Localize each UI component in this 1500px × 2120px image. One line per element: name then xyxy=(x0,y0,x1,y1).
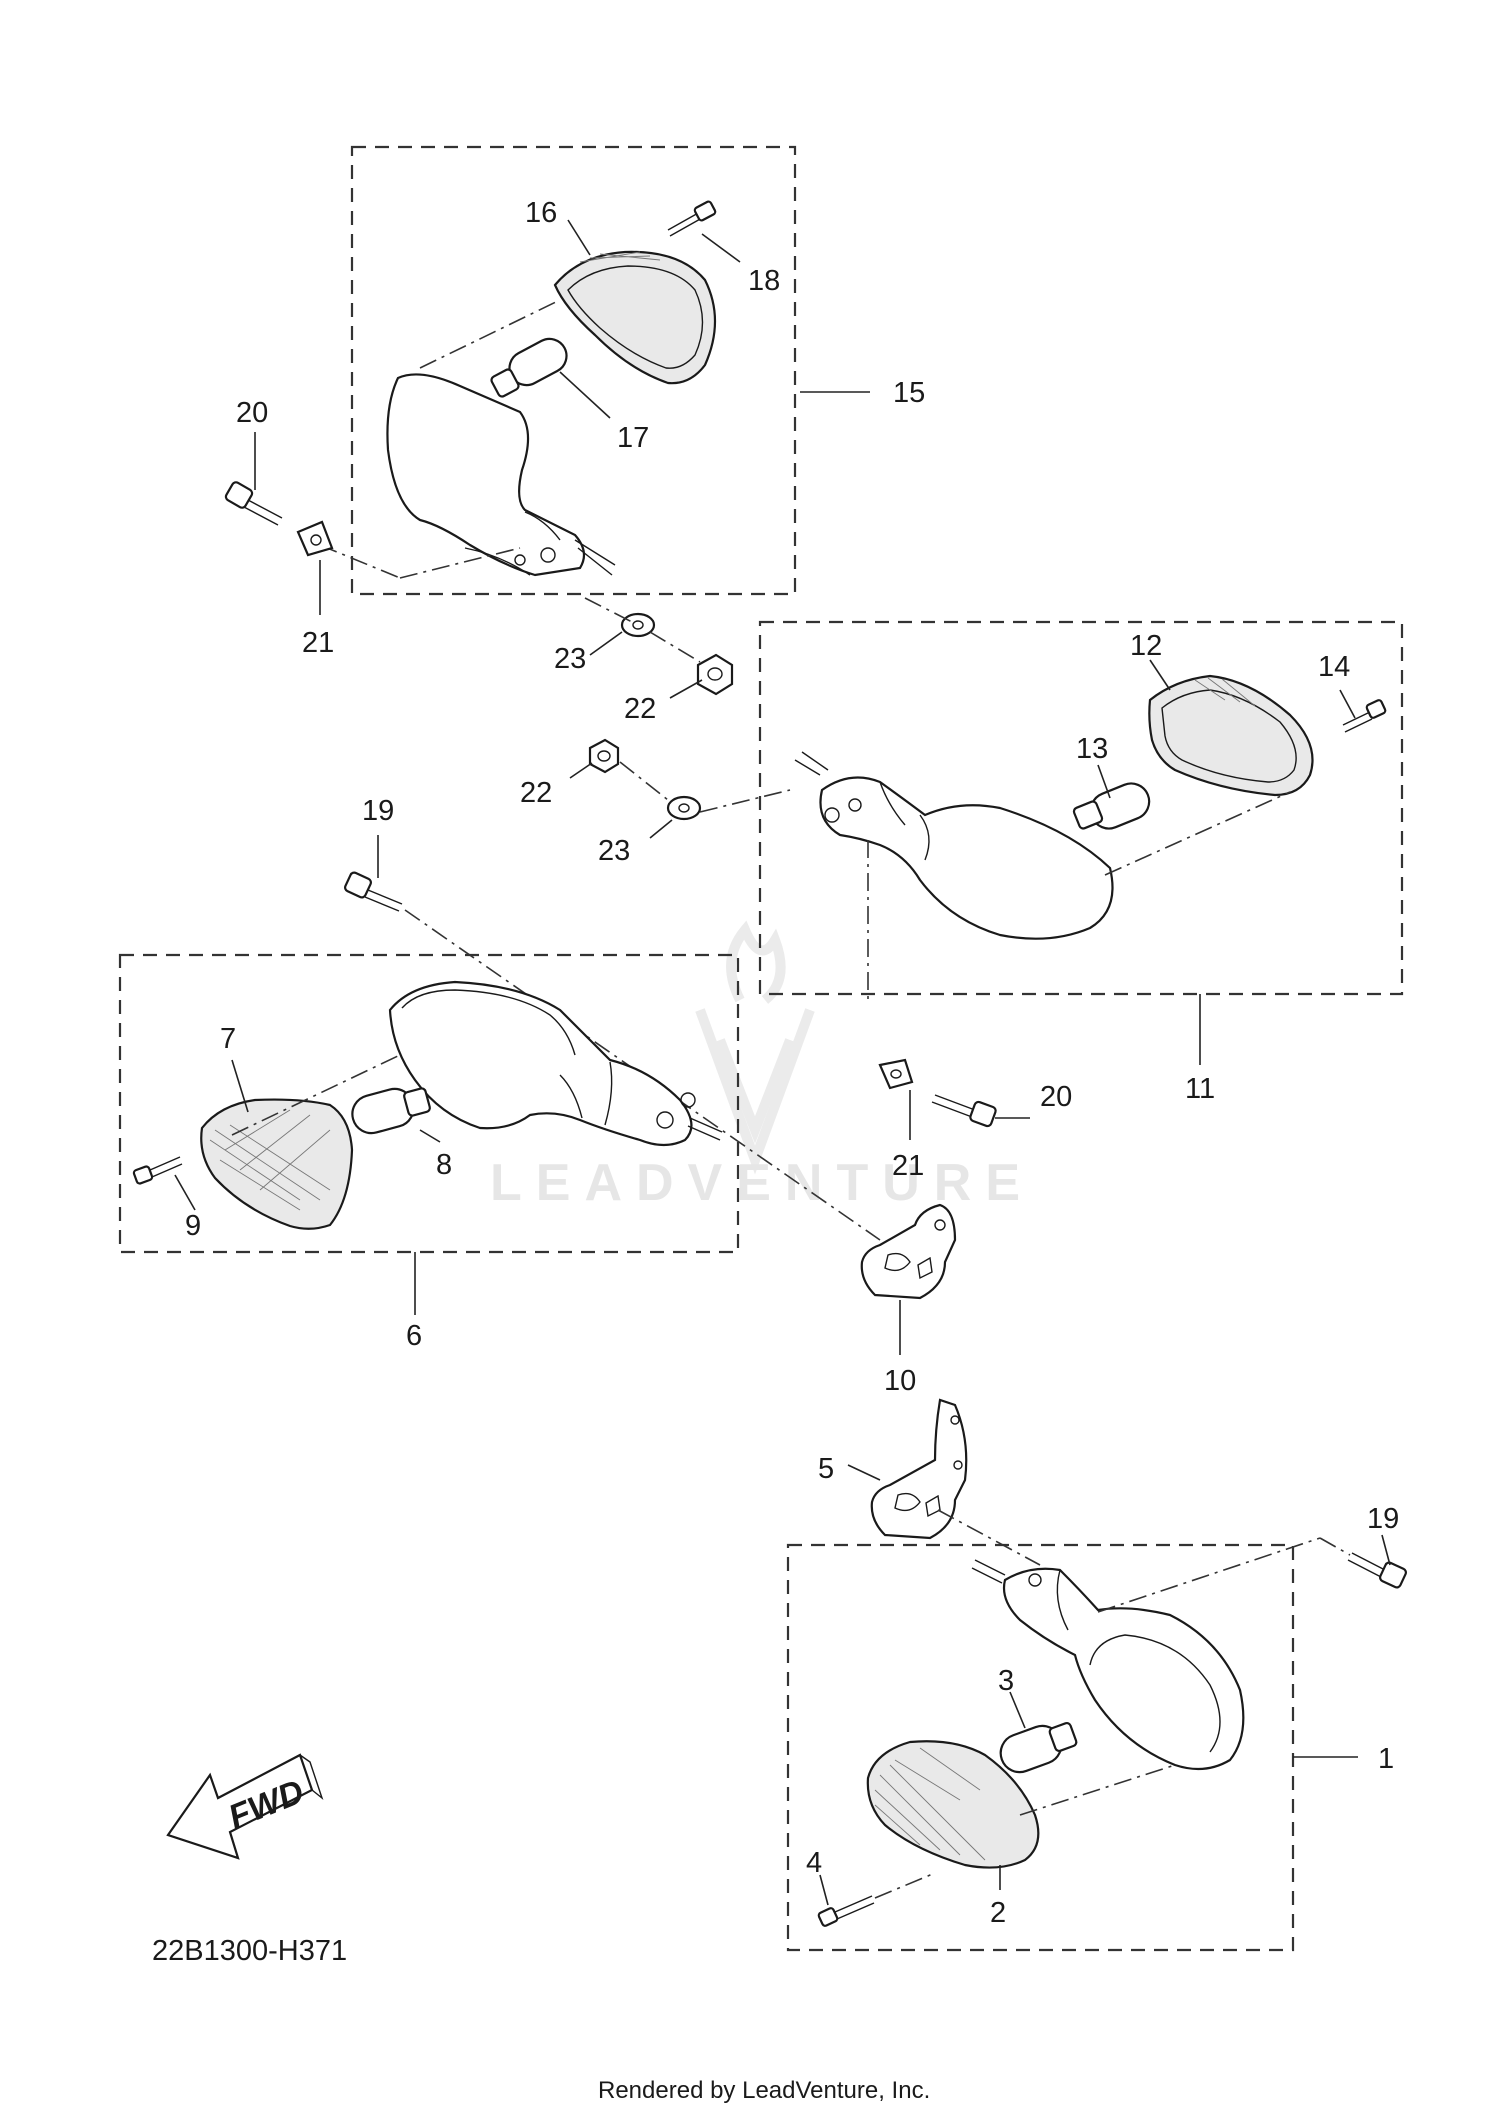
callout-13: 13 xyxy=(1076,733,1108,765)
callout-8: 8 xyxy=(436,1149,452,1181)
callout-15: 15 xyxy=(893,377,925,409)
nut-22-top xyxy=(696,653,734,696)
callout-1: 1 xyxy=(1378,1743,1394,1775)
washer-23-top xyxy=(620,612,656,638)
callout-9: 9 xyxy=(185,1210,201,1242)
bulb-17 xyxy=(490,337,568,398)
bolt-19-right xyxy=(1347,1552,1407,1589)
callout-19-left: 19 xyxy=(362,795,394,827)
turn-signal-assembly-11 xyxy=(794,674,1387,1000)
bracket-10 xyxy=(860,1203,957,1300)
callout-17: 17 xyxy=(617,422,649,454)
callout-23-mid: 23 xyxy=(598,835,630,867)
callout-11: 11 xyxy=(1185,1073,1215,1105)
callout-18: 18 xyxy=(748,265,780,297)
lens-7 xyxy=(200,1098,354,1230)
housing-1 xyxy=(1002,1567,1245,1771)
turn-signal-assembly-1 xyxy=(817,1537,1321,1927)
callout-4: 4 xyxy=(806,1847,822,1879)
washer-23-mid xyxy=(666,795,702,821)
watermark: LEADVENTURE xyxy=(490,920,1034,1212)
fwd-arrow-icon: FWD xyxy=(166,1753,324,1860)
callout-19-right: 19 xyxy=(1367,1503,1399,1535)
bulb-3 xyxy=(999,1721,1078,1774)
callout-5: 5 xyxy=(818,1453,834,1485)
callout-2: 2 xyxy=(990,1897,1006,1929)
callout-16: 16 xyxy=(525,197,557,229)
callout-21-mid: 21 xyxy=(892,1150,924,1182)
housing-15 xyxy=(386,373,586,577)
bulb-13 xyxy=(1072,782,1151,830)
assembly-box-11 xyxy=(758,620,1404,996)
assembly-box-15 xyxy=(350,145,797,596)
housing-11 xyxy=(819,776,1114,940)
render-credit: Rendered by LeadVenture, Inc. xyxy=(598,2077,930,2104)
callout-3: 3 xyxy=(998,1665,1014,1697)
callout-23-top: 23 xyxy=(554,643,586,675)
callout-20-top: 20 xyxy=(236,397,268,429)
callouts: 1 2 3 4 5 6 7 8 9 10 11 12 13 14 15 16 1… xyxy=(185,197,1399,1929)
bolt-20-mid xyxy=(931,1094,997,1128)
bulb-8 xyxy=(351,1087,431,1135)
callout-10: 10 xyxy=(884,1365,916,1397)
leader-lines xyxy=(174,219,1391,1906)
lens-12 xyxy=(1148,674,1314,797)
bolt-20-top xyxy=(224,481,283,526)
callout-12: 12 xyxy=(1130,630,1162,662)
screw-4 xyxy=(817,1895,875,1927)
lens-16 xyxy=(553,250,717,385)
drawing-code: 22B1300-H371 xyxy=(152,1935,347,1967)
screw-18 xyxy=(667,200,717,237)
screw-9 xyxy=(132,1156,183,1185)
assembly-box-1 xyxy=(786,1543,1295,1952)
collar-21-mid xyxy=(878,1058,914,1090)
collar-21-top xyxy=(296,520,334,557)
nut-22-mid xyxy=(588,738,620,774)
screw-14 xyxy=(1342,699,1387,733)
turn-signal-assembly-15 xyxy=(319,200,717,579)
callout-22-mid: 22 xyxy=(520,777,552,809)
callout-22-top: 22 xyxy=(624,693,656,725)
watermark-logo xyxy=(695,920,815,1175)
callout-20-mid: 20 xyxy=(1040,1081,1072,1113)
callout-21-top: 21 xyxy=(302,627,334,659)
bracket-5 xyxy=(870,1398,968,1540)
turn-signal-assembly-6 xyxy=(132,980,723,1230)
callout-6: 6 xyxy=(406,1320,422,1352)
callout-14: 14 xyxy=(1318,651,1350,683)
housing-6 xyxy=(388,980,693,1147)
callout-7: 7 xyxy=(220,1023,236,1055)
bolt-19-left xyxy=(344,871,403,912)
watermark-text: LEADVENTURE xyxy=(490,1154,1034,1212)
assembly-box-6 xyxy=(118,953,740,1254)
